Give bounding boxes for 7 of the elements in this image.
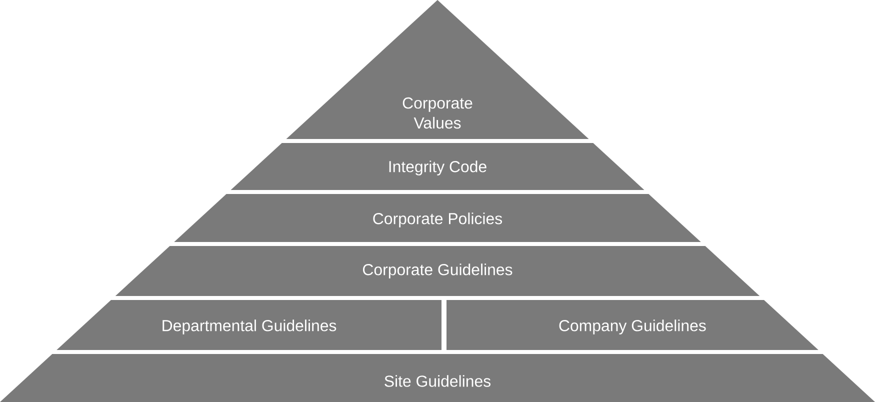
- pyramid-level: Corporate Guidelines: [115, 246, 760, 296]
- pyramid-level: Departmental Guidelines: [56, 300, 442, 350]
- pyramid-level: Corporate Policies: [174, 194, 701, 242]
- pyramid-level: Corporate Values: [286, 0, 589, 139]
- pyramid-level: Company Guidelines: [446, 300, 818, 350]
- pyramid-level: Site Guidelines: [0, 354, 875, 402]
- pyramid-level: Integrity Code: [230, 143, 644, 190]
